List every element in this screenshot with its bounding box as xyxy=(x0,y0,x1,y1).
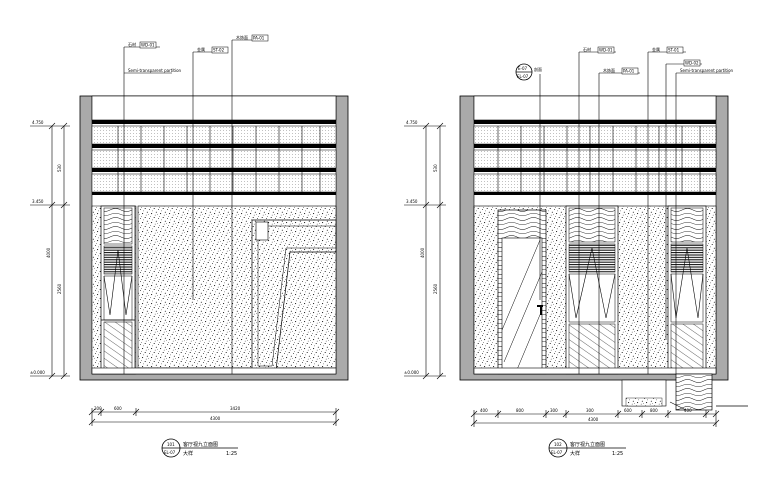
right-elevation: 4.750 3.450 ±0.000 530 4000 2560 xyxy=(404,46,748,458)
right-callout-2a: 木饰面 xyxy=(603,67,615,73)
right-marker-number: 102 xyxy=(554,442,562,447)
right-callout-1b: WD-01 xyxy=(599,48,613,53)
right-door xyxy=(497,209,547,375)
right-hdim-6: 800 xyxy=(650,408,658,413)
left-marker-number: 101 xyxy=(167,442,175,447)
left-drawing-scale: 1:25 xyxy=(226,451,237,457)
right-vertical-dimension-chain xyxy=(404,122,446,380)
left-drawing-prefix: 大样 xyxy=(183,450,193,457)
right-hdim-3: 300 xyxy=(550,408,558,413)
left-marker-sheet: EL-07 xyxy=(164,450,176,455)
left-vdim-1: 530 xyxy=(57,164,62,172)
left-hdim-3: 3420 xyxy=(230,406,241,411)
right-skirting xyxy=(473,367,717,375)
right-drawing-scale: 1:25 xyxy=(612,451,623,457)
right-drawing-prefix: 大样 xyxy=(570,450,580,457)
left-level-top: 4.750 xyxy=(32,120,44,125)
right-level-top: 4.750 xyxy=(406,120,418,125)
right-marker-sheet: EL-07 xyxy=(551,450,563,455)
left-callout-4a: 木饰面 xyxy=(236,34,248,40)
right-callout-2b: PA-01 xyxy=(623,69,635,74)
right-hdim-4: 300 xyxy=(586,408,594,413)
right-level-floor: ±0.000 xyxy=(404,370,419,375)
left-horizontal-dimension-chain xyxy=(88,408,340,426)
right-callout-5: Semi-transparent partition xyxy=(680,68,734,73)
right-hdim-7: 400 xyxy=(684,408,692,413)
left-callout-4b: PA-01 xyxy=(253,36,265,41)
left-panel-assembly xyxy=(100,205,136,375)
left-vdim-2: 4000 xyxy=(46,247,51,258)
right-callout-3b: ST-01 xyxy=(668,48,680,53)
right-ceiling-band xyxy=(473,95,717,121)
left-leader-lines xyxy=(123,39,262,374)
left-title-block: 101 EL-07 客厅视九立面图 大样 1:25 xyxy=(161,438,238,458)
left-level-floor: ±0.000 xyxy=(30,370,45,375)
right-level-mid: 3.450 xyxy=(406,199,418,204)
right-total-dim: 4300 xyxy=(588,417,599,422)
right-drawing-title: 客厅视九立面图 xyxy=(570,441,605,448)
left-ceiling-band xyxy=(91,95,337,121)
right-title-block: 102 EL-07 客厅视九立面图 大样 1:25 xyxy=(548,438,626,458)
right-ceiling-grid xyxy=(473,120,717,195)
left-skirting xyxy=(91,367,337,375)
right-hdim-2: 800 xyxy=(516,408,524,413)
right-hdim-1: 400 xyxy=(480,408,488,413)
right-callout-1a: 石材 xyxy=(583,46,591,52)
left-ceiling-grid xyxy=(91,120,337,195)
left-callout-1a: 石材 xyxy=(128,41,136,47)
right-vdim-3: 2560 xyxy=(433,283,438,294)
left-drawing-title: 客厅视九立面图 xyxy=(183,441,218,448)
left-callout-3a: 金属 xyxy=(197,46,205,52)
right-side-panel xyxy=(667,205,707,375)
right-section-label: 剖面 xyxy=(534,66,542,72)
left-total-dim: 4300 xyxy=(210,416,221,421)
left-vdim-3: 2560 xyxy=(57,283,62,294)
right-callout-4: WD-02 xyxy=(685,61,699,66)
right-center-panel xyxy=(565,205,619,375)
left-hdim-1: 300 xyxy=(94,406,102,411)
right-section-marker-bottom: EL-07 xyxy=(517,74,529,79)
left-callout-2: Semi-transparent partition xyxy=(128,68,182,73)
left-level-mid: 3.450 xyxy=(32,199,44,204)
right-section-marker-top: E-07 xyxy=(518,66,528,71)
right-leader-lines xyxy=(539,51,730,374)
left-elevation: 4.750 3.450 ±0.000 530 4000 2560 xyxy=(30,34,349,458)
left-callout-1b: WD-01 xyxy=(141,43,155,48)
right-vdim-1: 530 xyxy=(433,164,438,172)
left-callout-3b: ST-02 xyxy=(213,48,225,53)
left-vertical-dimension-chain xyxy=(30,122,70,380)
left-hdim-2: 600 xyxy=(114,406,122,411)
right-floor-detail xyxy=(621,373,748,411)
right-horizontal-dimension-chain xyxy=(470,410,720,427)
right-hdim-5: 600 xyxy=(624,408,632,413)
right-callout-3a: 金属 xyxy=(652,46,660,52)
right-section-marker: E-07 EL-07 剖面 xyxy=(515,63,542,81)
right-vdim-2: 4000 xyxy=(420,247,425,258)
